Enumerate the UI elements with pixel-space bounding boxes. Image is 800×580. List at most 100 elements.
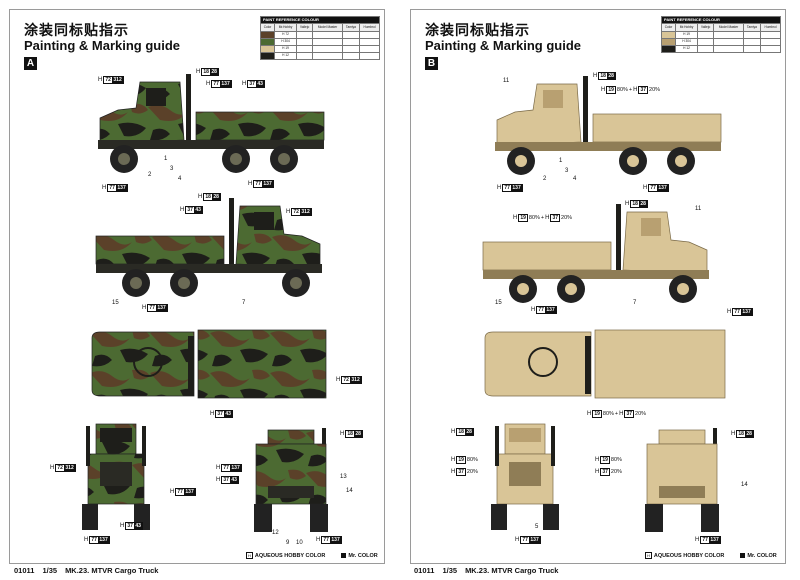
col-vallejo: Vallejo: [295, 23, 314, 32]
part-number: 7: [633, 300, 637, 306]
col-color: Color: [259, 23, 276, 32]
swatch-tan: [261, 46, 275, 52]
truck-front-view: [481, 420, 569, 532]
reference-table-heading: PAINT REFERENCE COLOUR: [661, 16, 781, 24]
product-code: 01011: [14, 566, 35, 575]
part-number: 9: [286, 540, 290, 546]
title-english: Painting & Marking guide: [425, 38, 582, 53]
part-number: 4: [573, 176, 577, 182]
table-row: H 72: [259, 31, 380, 39]
col-modelmaster: Model Master: [312, 23, 343, 32]
sheet-scheme-b: 涂装同标贴指示 Painting & Marking guide PAINT R…: [410, 9, 786, 564]
truck-side-view-left: [485, 64, 725, 189]
part-number: 11: [503, 78, 510, 84]
mr-color-icon: [341, 553, 347, 558]
footer-left: 01011 1/35 MK.23. MTVR Cargo Truck: [14, 566, 158, 575]
part-number: 10: [296, 540, 303, 546]
col-mrhobby: Mr.Hobby: [274, 23, 297, 32]
truck-rear-view: [637, 428, 727, 534]
swatch-brown: [261, 32, 275, 38]
paint-reference-table: PAINT REFERENCE COLOUR Color Mr.Hobby Va…: [259, 16, 380, 60]
swatch-black: [261, 53, 275, 59]
product-scale: 1/35: [42, 566, 58, 575]
col-tamiya: Tamiya: [341, 23, 361, 32]
part-number: 1: [164, 156, 168, 162]
table-row: H 304: [259, 38, 380, 46]
table-row: H 12: [660, 45, 781, 53]
part-number: 3: [170, 166, 174, 172]
part-number: 11: [695, 206, 702, 212]
part-number: 4: [178, 176, 182, 182]
part-number: 2: [148, 172, 152, 178]
truck-side-view-left: [88, 62, 328, 187]
part-number: 1: [559, 158, 563, 164]
col-humbrol: Humbrol: [359, 23, 380, 32]
sheet-scheme-a: 涂装同标贴指示 Painting & Marking guide PAINT R…: [9, 9, 385, 564]
title-chinese: 涂装同标贴指示: [24, 23, 129, 39]
product-code: 01011: [414, 566, 435, 575]
table-row: H 12: [259, 52, 380, 60]
part-number: 3: [565, 168, 569, 174]
paint-reference-table: PAINT REFERENCE COLOUR Color Mr.Hobby Va…: [660, 16, 781, 53]
truck-rear-view: [246, 428, 336, 534]
footer-right: 01011 1/35 MK.23. MTVR Cargo Truck: [414, 566, 558, 575]
swatch-tan: [662, 32, 676, 38]
aqueous-icon: H: [246, 552, 253, 559]
truck-side-view-right: [479, 198, 719, 316]
part-number: 15: [495, 300, 502, 306]
truck-top-view: [90, 328, 330, 400]
table-row: H 304: [660, 38, 781, 46]
part-number: 12: [272, 530, 279, 536]
part-number: 14: [346, 488, 353, 494]
part-number: 2: [543, 176, 547, 182]
product-name: MK.23. MTVR Cargo Truck: [465, 566, 559, 575]
scheme-badge: A: [24, 57, 37, 70]
reference-table-heading: PAINT REFERENCE COLOUR: [260, 16, 380, 24]
title-english: Painting & Marking guide: [24, 38, 181, 53]
table-row: H 19: [660, 31, 781, 39]
title-chinese: 涂装同标贴指示: [425, 23, 530, 39]
part-number: 7: [242, 300, 246, 306]
part-number: 15: [112, 300, 119, 306]
swatch-green: [261, 39, 275, 45]
mr-color-icon: [740, 553, 746, 558]
product-name: MK.23. MTVR Cargo Truck: [65, 566, 159, 575]
part-number: 14: [741, 482, 748, 488]
aqueous-icon: H: [645, 552, 652, 559]
product-scale: 1/35: [442, 566, 458, 575]
truck-side-view-right: [92, 192, 332, 310]
